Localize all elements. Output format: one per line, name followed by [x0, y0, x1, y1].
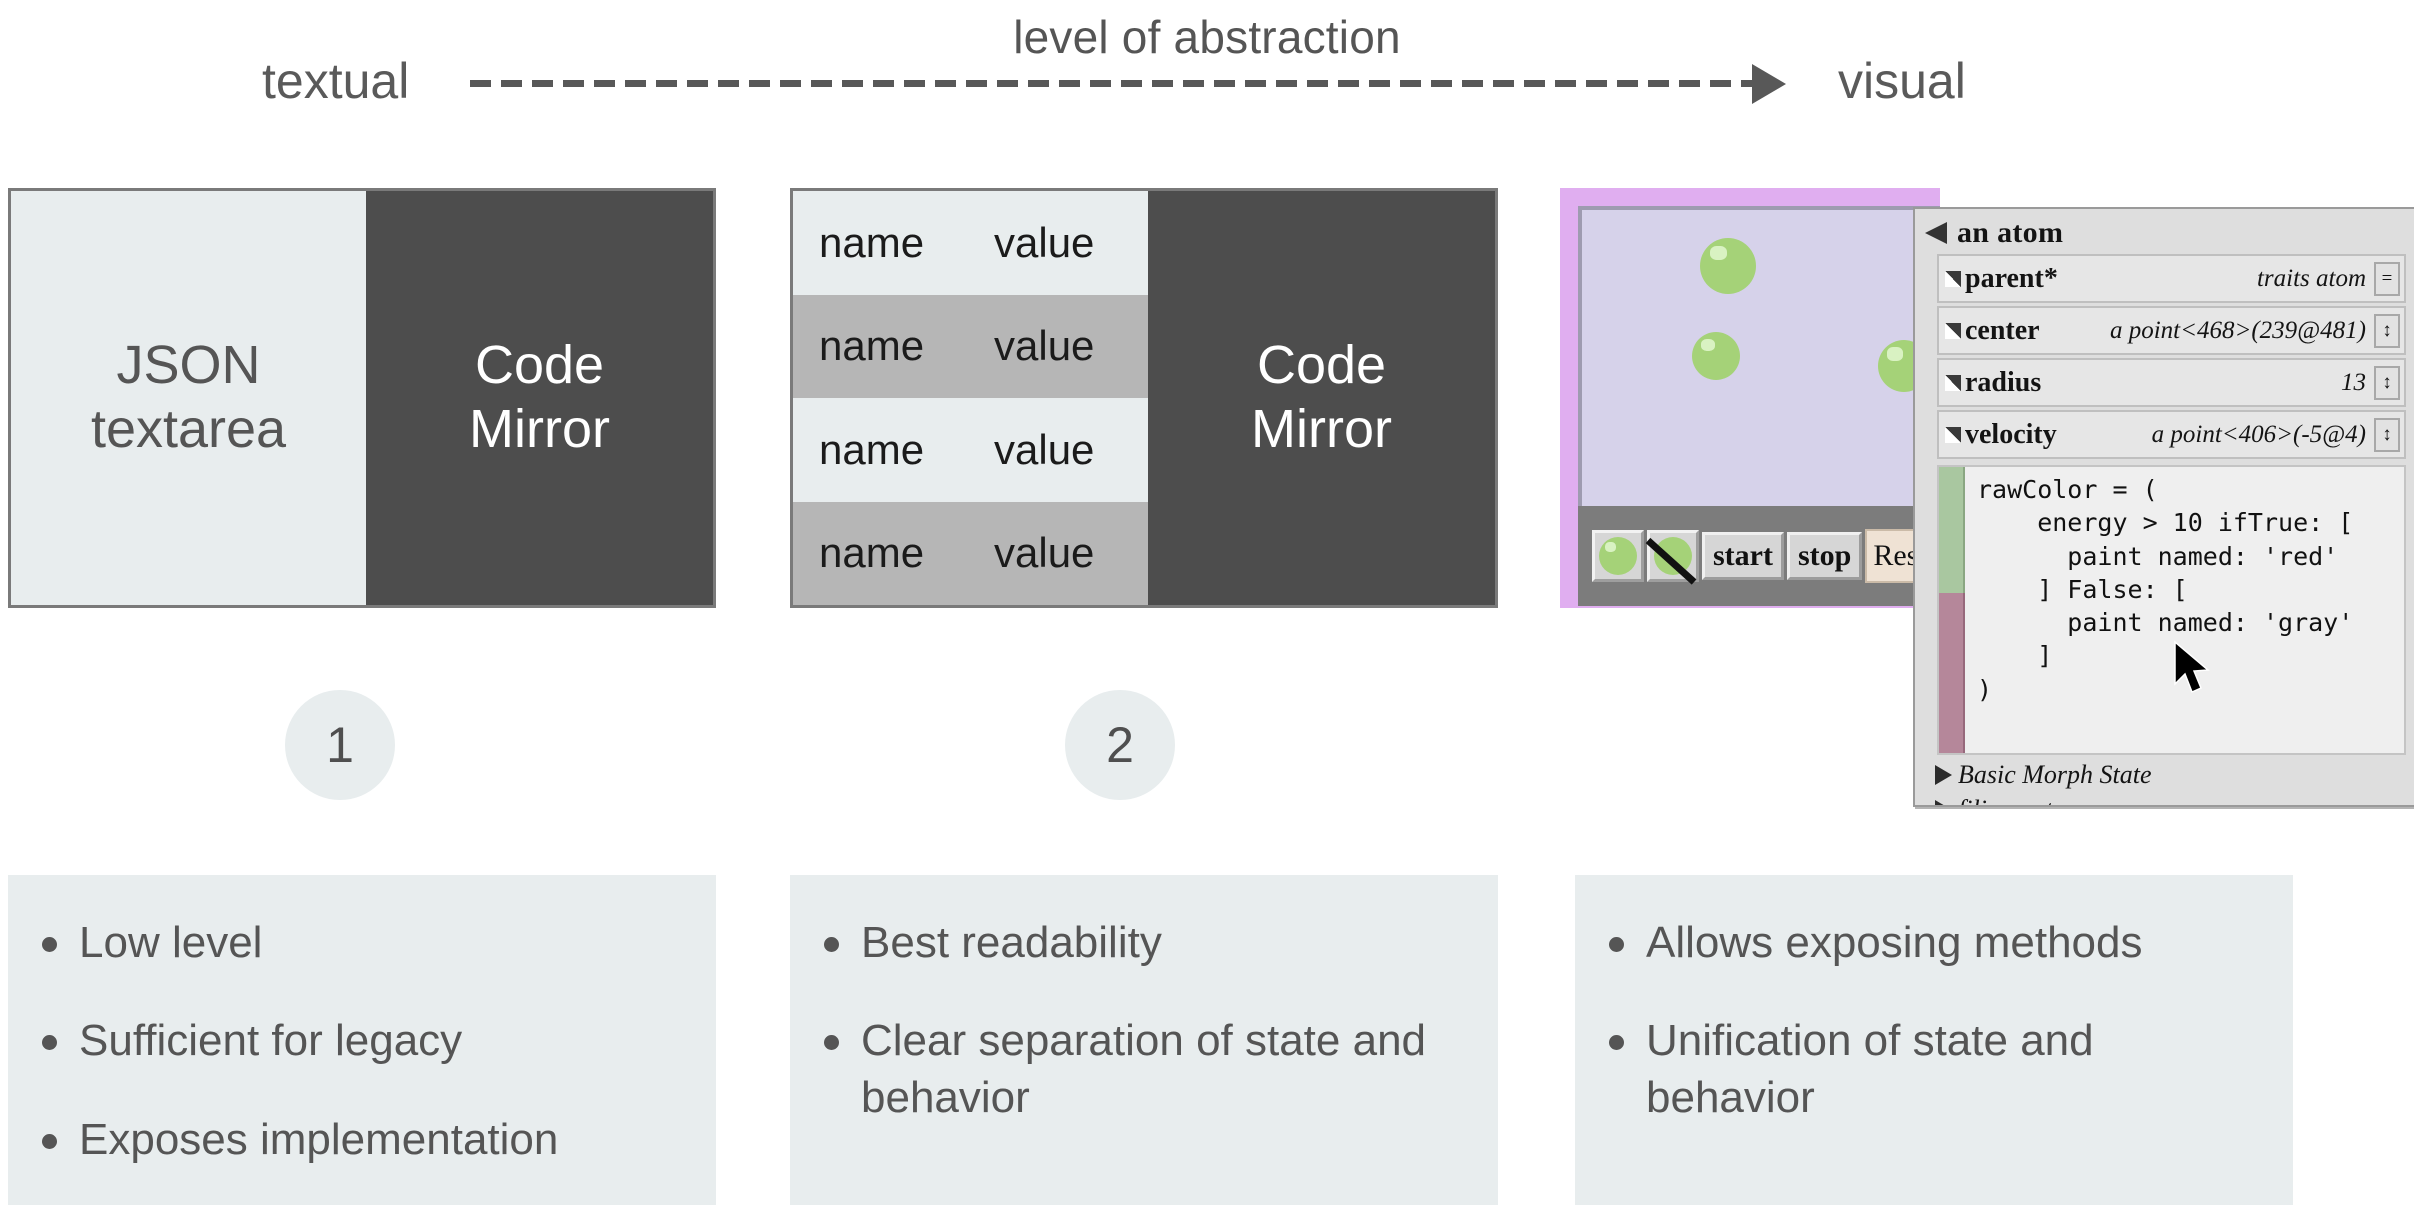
inspector-row-center[interactable]: center a point<468>(239@481) ↕: [1937, 306, 2406, 355]
inspector-title-bar[interactable]: an atom: [1923, 215, 2406, 251]
expand-triangle-icon[interactable]: [1935, 765, 1952, 785]
stepper-icon[interactable]: ↕: [2374, 313, 2400, 348]
row-value: value: [994, 425, 1095, 473]
pros-box-2: Best readability Clear separation of sta…: [790, 875, 1498, 1205]
table-row[interactable]: name value: [793, 501, 1148, 605]
step-badge-1: 1: [285, 690, 395, 800]
bullet-dot-icon: [1609, 1035, 1624, 1051]
list-item: Best readability: [824, 915, 1464, 971]
list-item-text: Allows exposing methods: [1646, 918, 2143, 967]
table-row[interactable]: name value: [793, 398, 1148, 502]
expand-triangle-icon[interactable]: [1935, 800, 1952, 805]
code-mirror-region-2[interactable]: Code Mirror: [1148, 191, 1495, 605]
bullet-dot-icon: [42, 937, 57, 952]
property-name: center: [1965, 314, 2040, 346]
panel-json-textarea: JSON textarea Code Mirror: [8, 188, 716, 608]
property-value: traits atom: [2256, 264, 2366, 292]
inspector-title: an atom: [1957, 216, 2064, 249]
bullet-dot-icon: [824, 1035, 839, 1051]
list-item: Sufficient for legacy: [42, 1013, 682, 1069]
list-item: Low level: [42, 915, 682, 971]
pin-corner-icon: [1945, 374, 1961, 391]
axis-right-label: visual: [1838, 53, 1966, 109]
code-mirror-region-1[interactable]: Code Mirror: [366, 191, 713, 605]
list-item-text: Low level: [79, 918, 263, 967]
inspector-row-velocity[interactable]: velocity a point<406>(-5@4) ↕: [1937, 410, 2406, 459]
ball-slash-icon-button[interactable]: [1645, 530, 1699, 585]
list-item-text: Exposes implementation: [79, 1114, 559, 1164]
list-item: Exposes implementation: [42, 1112, 682, 1168]
list-item-text: Clear separation of state and behavior: [861, 1016, 1427, 1122]
row-name: name: [819, 322, 925, 370]
panel-name-value-table: name value name value name value name va…: [790, 188, 1498, 608]
list-item: Allows exposing methods: [1609, 915, 2259, 971]
list-item-text: Unification of state and behavior: [1646, 1016, 2094, 1122]
stepper-icon[interactable]: ↕: [2374, 417, 2400, 452]
ball-icon: [1599, 537, 1637, 575]
property-value: a point<406>(-5@4): [2151, 420, 2366, 448]
name-value-table: name value name value name value name va…: [793, 191, 1148, 605]
list-item: Unification of state and behavior: [1609, 1013, 2259, 1126]
section-label: filing out: [1958, 795, 2053, 805]
object-inspector-window: an atom parent* traits atom = center a p…: [1913, 207, 2414, 807]
section-label: Basic Morph State: [1958, 760, 2152, 789]
inspector-row-parent[interactable]: parent* traits atom =: [1937, 254, 2406, 303]
pin-corner-icon: [1945, 426, 1961, 443]
morphic-canvas[interactable]: [1578, 206, 1940, 506]
collapse-triangle-icon[interactable]: [1925, 222, 1947, 244]
bullet-dot-icon: [42, 1035, 57, 1051]
list-item: Clear separation of state and behavior: [824, 1013, 1464, 1126]
row-value: value: [994, 529, 1095, 577]
atom-ball[interactable]: [1692, 332, 1740, 380]
property-name: parent*: [1965, 262, 2058, 294]
list-item-text: Sufficient for legacy: [79, 1016, 463, 1066]
stop-button[interactable]: stop: [1786, 532, 1863, 580]
morphic-toolbar: start stop Resi: [1578, 506, 1940, 606]
arrow-right-icon: [1752, 64, 1786, 104]
atom-ball[interactable]: [1700, 238, 1756, 294]
pin-corner-icon: [1945, 270, 1961, 287]
bullet-dot-icon: [42, 1133, 57, 1149]
row-value: value: [994, 218, 1095, 266]
inspector-code-editor[interactable]: rawColor = ( energy > 10 ifTrue: [ paint…: [1937, 465, 2406, 755]
json-textarea-region[interactable]: JSON textarea: [11, 191, 366, 605]
table-row[interactable]: name value: [793, 191, 1148, 295]
bullet-dot-icon: [1609, 937, 1624, 952]
property-value: 13: [2341, 368, 2366, 396]
equals-icon[interactable]: =: [2374, 261, 2400, 296]
code-gutter-bars: [1939, 467, 1965, 753]
pros-box-3: Allows exposing methods Unification of s…: [1575, 875, 2293, 1205]
inspector-row-radius[interactable]: radius 13 ↕: [1937, 358, 2406, 407]
property-value: a point<468>(239@481): [2109, 316, 2366, 344]
inspector-section-filing-out[interactable]: filing out: [1935, 795, 2406, 805]
mouse-pointer-icon: [2174, 640, 2210, 694]
abstraction-axis: level of abstraction textual visual: [0, 0, 2414, 150]
axis-left-label: textual: [262, 53, 410, 109]
table-row[interactable]: name value: [793, 294, 1148, 398]
stepper-icon[interactable]: ↕: [2374, 365, 2400, 400]
gutter-bar-cancel: [1939, 592, 1965, 753]
morphic-window: start stop Resi: [1560, 188, 1940, 608]
code-mirror-label-1: Code Mirror: [469, 335, 610, 459]
start-button[interactable]: start: [1702, 532, 1784, 580]
pros-box-1: Low level Sufficient for legacy Exposes …: [8, 875, 716, 1205]
row-name: name: [819, 218, 925, 266]
property-name: velocity: [1965, 418, 2057, 450]
json-textarea-label: JSON textarea: [90, 335, 287, 459]
row-value: value: [994, 322, 1095, 370]
list-item-text: Best readability: [861, 918, 1162, 967]
row-name: name: [819, 425, 925, 473]
inspector-section-basic-morph-state[interactable]: Basic Morph State: [1935, 760, 2406, 790]
code-text[interactable]: rawColor = ( energy > 10 ifTrue: [ paint…: [1977, 475, 2354, 704]
row-name: name: [819, 529, 925, 577]
bullet-dot-icon: [824, 937, 839, 952]
step-badge-2: 2: [1065, 690, 1175, 800]
ball-icon-button[interactable]: [1592, 530, 1644, 582]
gutter-bar-accept: [1939, 467, 1965, 593]
property-name: radius: [1965, 366, 2042, 398]
axis-dashed-line: [470, 80, 1760, 87]
pin-corner-icon: [1945, 322, 1961, 339]
axis-caption: level of abstraction: [1013, 11, 1401, 63]
code-mirror-label-2: Code Mirror: [1251, 335, 1392, 459]
